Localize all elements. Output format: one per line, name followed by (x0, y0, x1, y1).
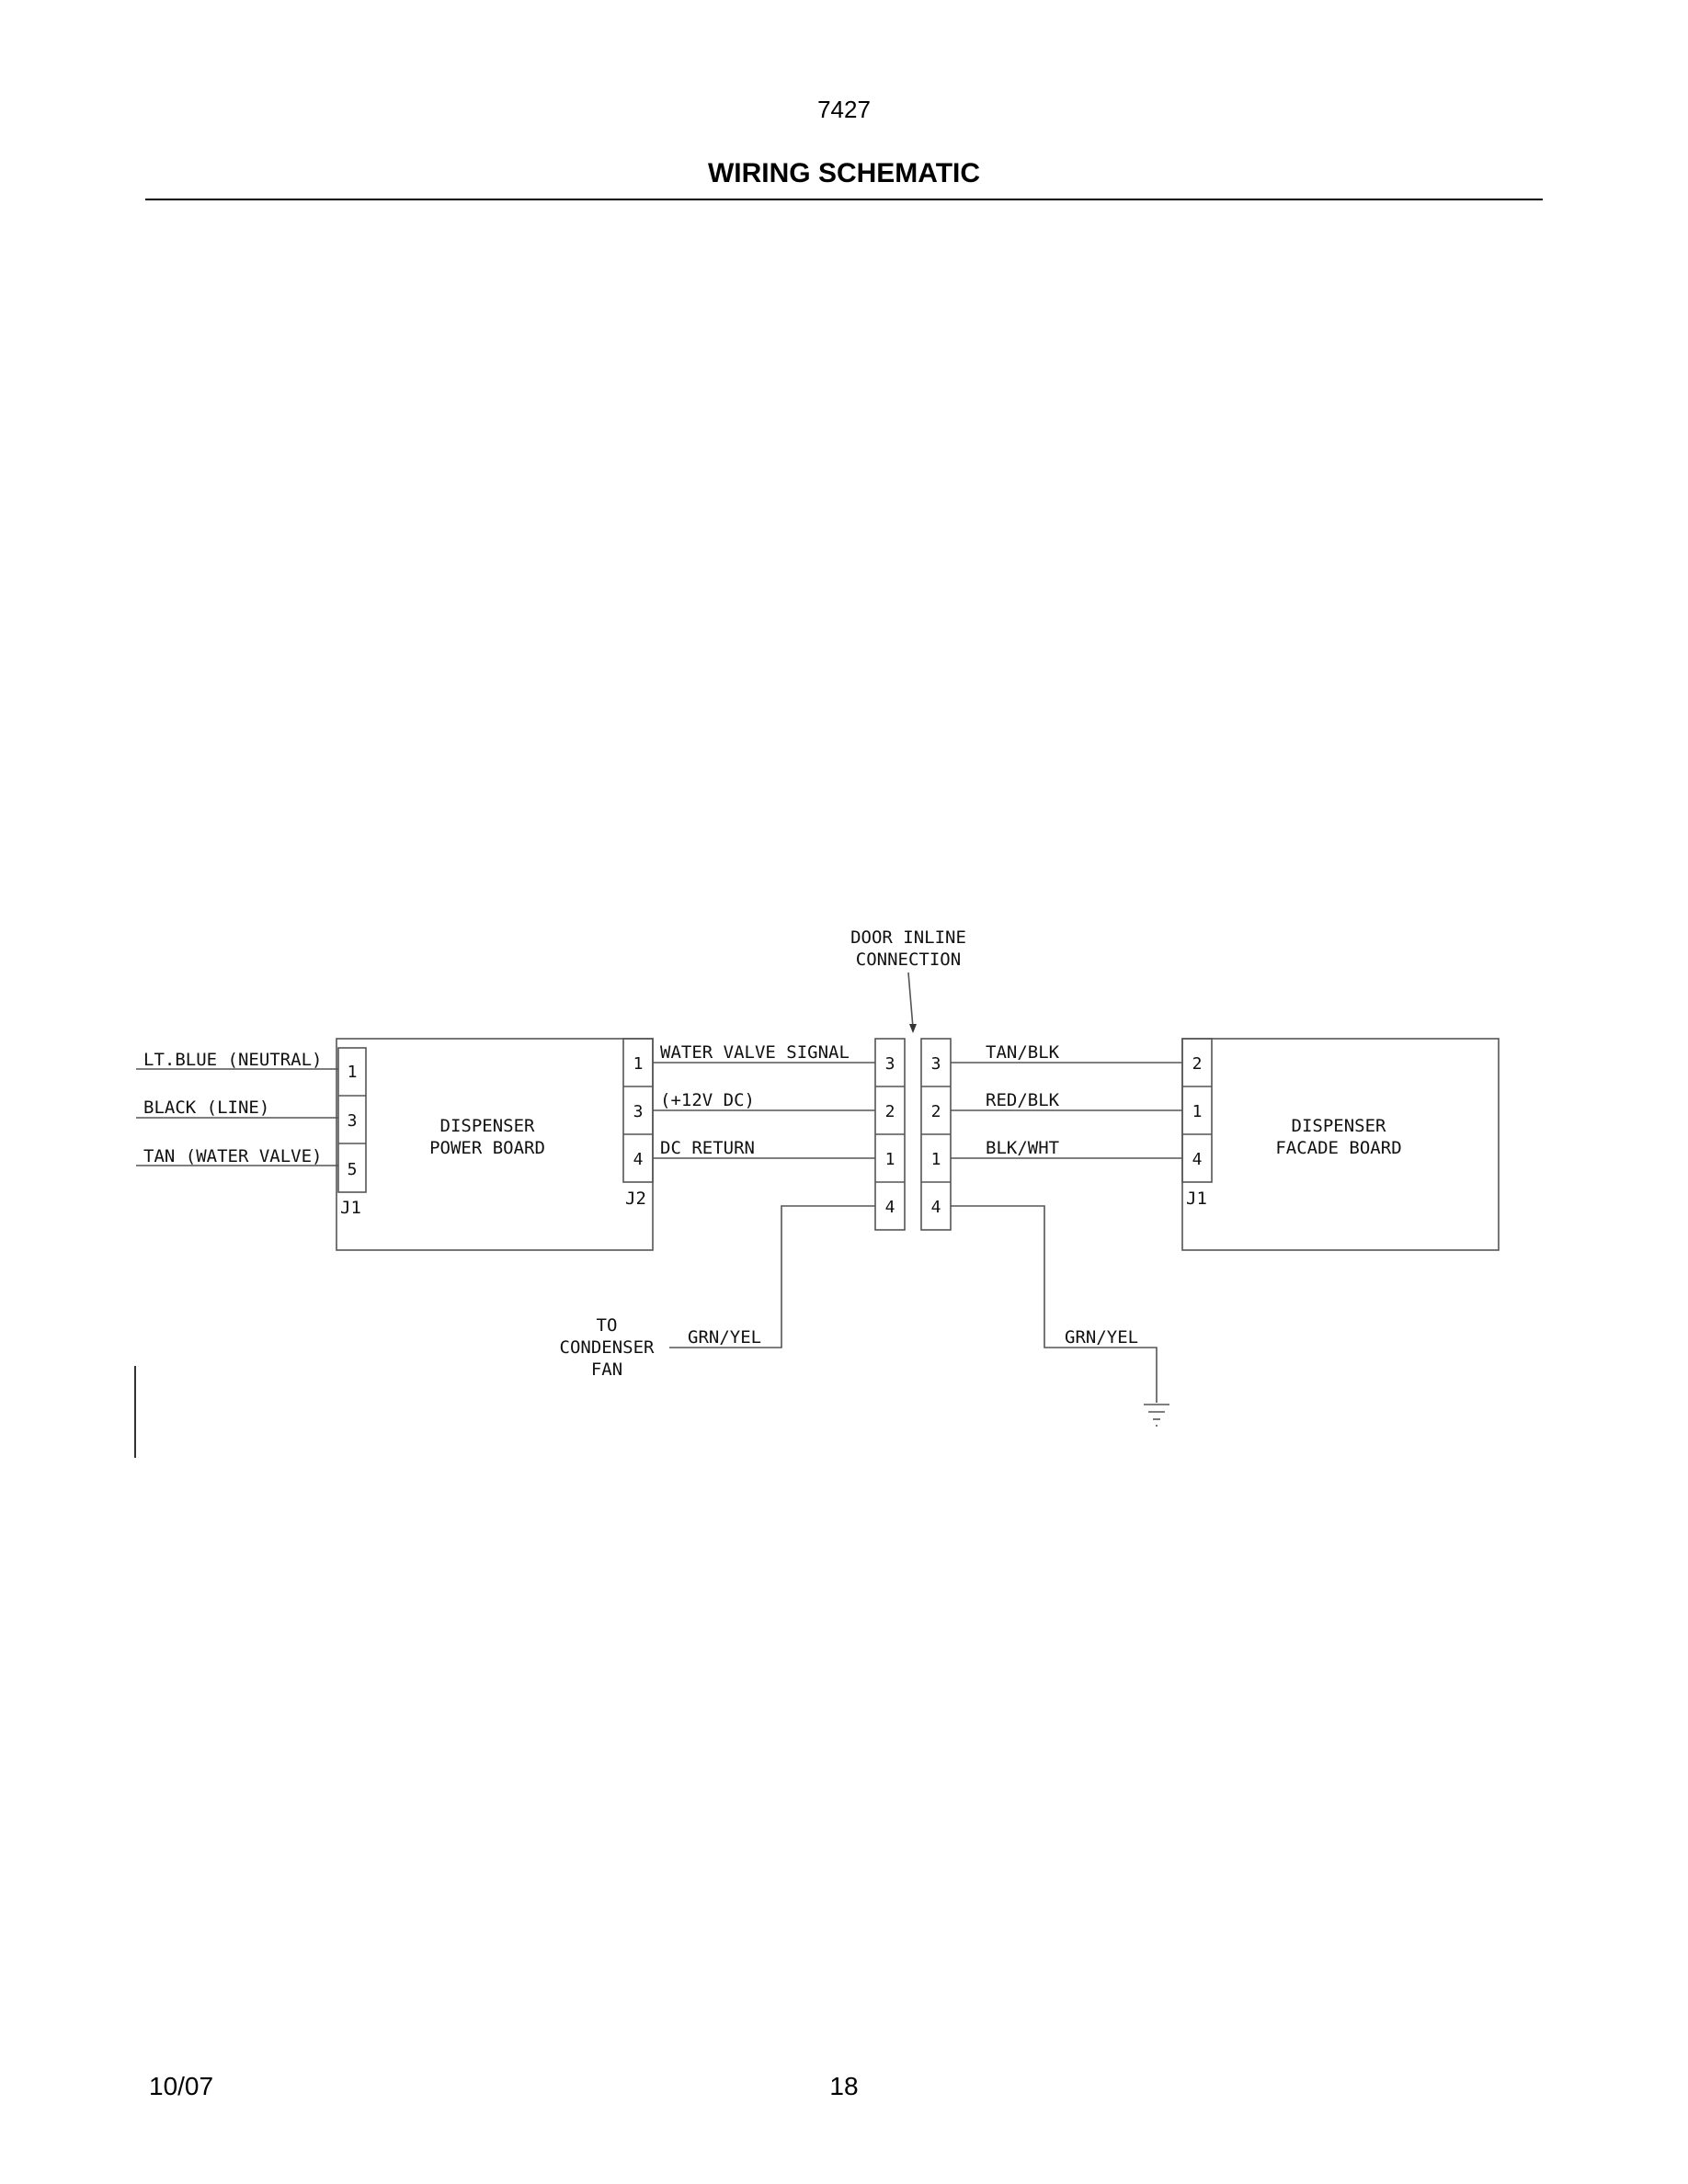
door-inline-arrow (907, 972, 914, 1029)
power-board-j1-label: J1 (340, 1198, 361, 1218)
wire-label-water-valve-signal: WATER VALVE SIGNAL (660, 1042, 850, 1063)
inline-right-pin: 1 (931, 1150, 941, 1169)
power-j1-pin: 1 (348, 1063, 358, 1082)
power-j1-pin: 5 (348, 1160, 358, 1179)
door-inline-arrowhead (909, 1024, 917, 1033)
power-j2-pin: 3 (633, 1102, 644, 1121)
facade-board-name-line2: FACADE BOARD (1275, 1138, 1401, 1158)
wire-grn-yel-left (669, 1205, 875, 1348)
wire-label-red-blk: RED/BLK (986, 1090, 1060, 1110)
wire-label-lt-blue: LT.BLUE (NEUTRAL) (143, 1050, 322, 1070)
inline-right-pin: 2 (931, 1102, 941, 1121)
wire-label-dc-return: DC RETURN (660, 1138, 755, 1158)
facade-j1-pin: 4 (1192, 1150, 1203, 1169)
door-inline-label-line1: DOOR INLINE (850, 927, 966, 948)
footer-date: 10/07 (149, 2072, 214, 2100)
page-title: WIRING SCHEMATIC (707, 158, 981, 188)
wire-label-tan-blk: TAN/BLK (986, 1042, 1060, 1063)
condenser-label-line1: TO (597, 1315, 618, 1336)
door-inline-label-line2: CONNECTION (856, 950, 961, 970)
facade-board-j1-connector (1181, 1038, 1213, 1183)
footer-page-number: 18 (829, 2072, 859, 2100)
condenser-label-line3: FAN (591, 1359, 622, 1380)
power-board-name-line2: POWER BOARD (429, 1138, 545, 1158)
power-j1-pin: 3 (348, 1111, 358, 1131)
power-board-name-line1: DISPENSER (440, 1116, 536, 1136)
facade-j1-pin: 2 (1192, 1054, 1203, 1074)
page-number: 7427 (817, 96, 871, 123)
title-rule (145, 199, 1543, 200)
wire-label-grn-yel-left: GRN/YEL (688, 1327, 761, 1348)
inline-right-pin: 3 (931, 1054, 941, 1074)
inline-left-pin: 2 (885, 1102, 895, 1121)
power-j2-pin: 1 (633, 1054, 644, 1074)
facade-board-name-line1: DISPENSER (1292, 1116, 1387, 1136)
inline-left-pin: 1 (885, 1150, 895, 1169)
power-board-j1-connector (337, 1047, 367, 1193)
inline-left-pin: 4 (885, 1198, 895, 1217)
margin-bar (134, 1366, 136, 1458)
facade-board-j1-label: J1 (1186, 1189, 1207, 1209)
wire-grn-yel-right (951, 1205, 1158, 1403)
inline-right-pin: 4 (931, 1198, 941, 1217)
wire-label-tan: TAN (WATER VALVE) (143, 1146, 322, 1166)
wire-label-black: BLACK (LINE) (143, 1098, 269, 1118)
facade-j1-pin: 1 (1192, 1102, 1203, 1121)
power-board-j2-label: J2 (625, 1189, 646, 1209)
wire-label-12v-dc: (+12V DC) (660, 1090, 755, 1110)
ground-icon (1144, 1404, 1169, 1427)
wire-label-grn-yel-right: GRN/YEL (1065, 1327, 1138, 1348)
inline-left-pin: 3 (885, 1054, 895, 1074)
condenser-label-line2: CONDENSER (560, 1337, 656, 1358)
power-j2-pin: 4 (633, 1150, 644, 1169)
wire-label-blk-wht: BLK/WHT (986, 1138, 1059, 1158)
